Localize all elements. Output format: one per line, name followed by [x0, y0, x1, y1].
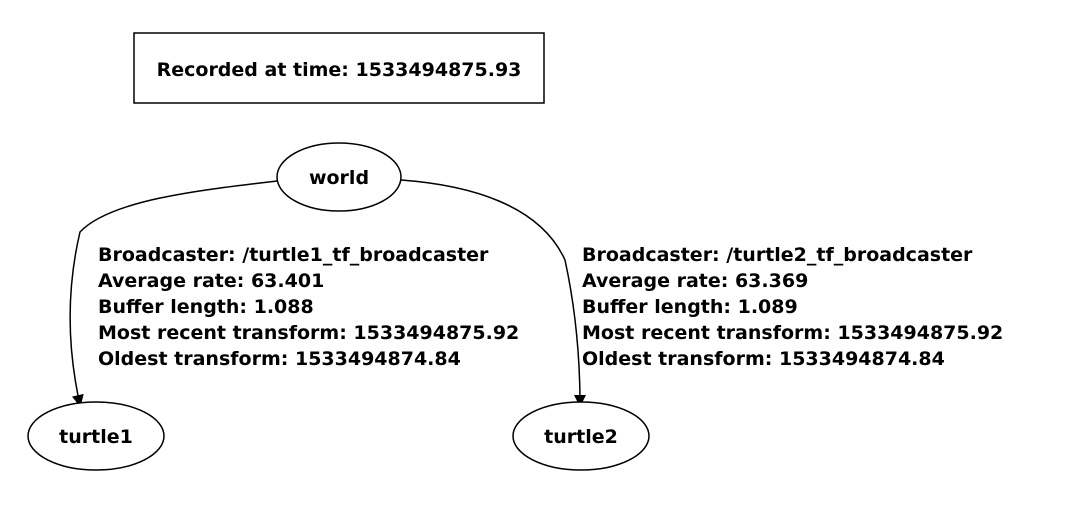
edge-label-line: Oldest transform: 1533494874.84 [98, 348, 461, 370]
edge-label-line: Broadcaster: /turtle2_tf_broadcaster [582, 244, 973, 266]
edge-label-line: Broadcaster: /turtle1_tf_broadcaster [98, 244, 489, 266]
edge-world-turtle2 [400, 179, 586, 407]
recorded-time-box: Recorded at time: 1533494875.93 [133, 32, 545, 104]
edge-label-line: Average rate: 63.401 [98, 270, 324, 292]
edge-world-turtle1 [69, 180, 278, 407]
edge-label-turtle1: Broadcaster: /turtle1_tf_broadcaster Ave… [98, 244, 519, 370]
edge-label-line: Most recent transform: 1533494875.92 [98, 322, 519, 344]
node-turtle1-label: turtle1 [59, 426, 133, 448]
node-turtle2-label: turtle2 [544, 426, 618, 448]
edge-label-line: Oldest transform: 1533494874.84 [582, 348, 945, 370]
edge-label-line: Buffer length: 1.089 [582, 296, 798, 318]
edge-label-line: Buffer length: 1.088 [98, 296, 314, 318]
edge-label-line: Average rate: 63.369 [582, 270, 808, 292]
node-world-label: world [309, 167, 369, 189]
edge-label-turtle2: Broadcaster: /turtle2_tf_broadcaster Ave… [582, 244, 1003, 370]
node-turtle2: turtle2 [512, 401, 650, 471]
node-world: world [276, 142, 402, 212]
edge-label-line: Most recent transform: 1533494875.92 [582, 322, 1003, 344]
node-turtle1: turtle1 [27, 401, 165, 471]
recorded-time-label: Recorded at time: 1533494875.93 [157, 59, 522, 81]
